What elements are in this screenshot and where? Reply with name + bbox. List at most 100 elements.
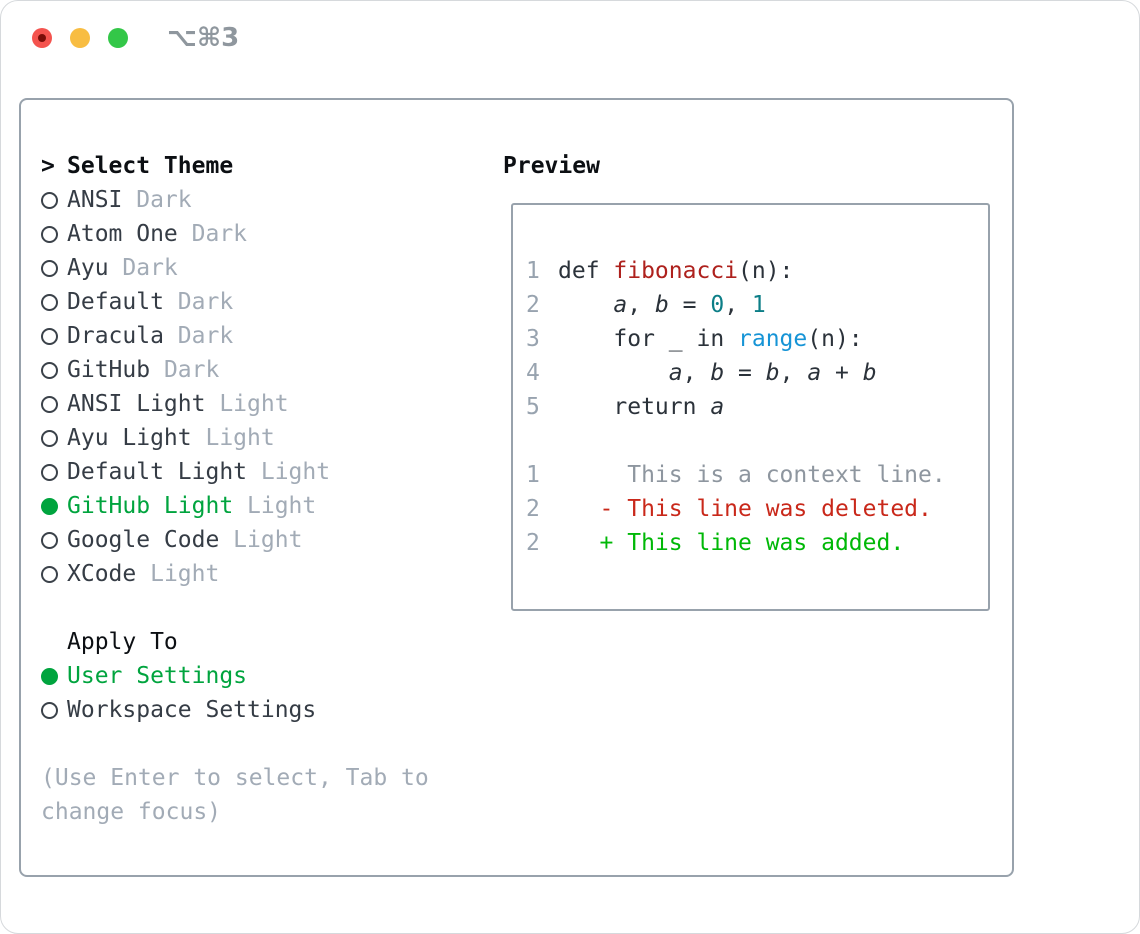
radio-icon bbox=[41, 429, 67, 447]
radio-circle-icon bbox=[41, 361, 58, 379]
theme-option[interactable]: GitHub Light Light bbox=[41, 489, 481, 523]
apply-to-header: Apply To bbox=[67, 629, 178, 655]
theme-option-label: Ayu Light bbox=[67, 425, 192, 451]
zoom-button[interactable] bbox=[108, 28, 128, 48]
radio-icon bbox=[41, 667, 67, 685]
theme-option-variant: Light bbox=[233, 493, 317, 519]
radio-circle-icon bbox=[41, 531, 58, 549]
diff-added-line: 2 + This line was added. bbox=[526, 526, 988, 560]
theme-option[interactable]: Ayu Dark bbox=[41, 251, 481, 285]
theme-option[interactable]: Default Dark bbox=[41, 285, 481, 319]
code-token: def bbox=[558, 258, 614, 284]
code-line: 4 a, b = b, a + b bbox=[526, 356, 988, 390]
close-button[interactable] bbox=[32, 28, 52, 48]
radio-circle-icon bbox=[41, 327, 58, 345]
radio-circle-icon bbox=[41, 259, 58, 277]
theme-option[interactable]: Google Code Light bbox=[41, 523, 481, 557]
theme-option-variant: Dark bbox=[177, 221, 248, 247]
line-number: 2 bbox=[526, 496, 540, 522]
theme-option-variant: Dark bbox=[163, 289, 234, 315]
apply-to-option[interactable]: User Settings bbox=[41, 659, 481, 693]
radio-circle-icon bbox=[41, 667, 58, 685]
theme-option-variant: Dark bbox=[122, 187, 192, 213]
code-token: return bbox=[558, 394, 711, 420]
radio-circle-icon bbox=[41, 463, 58, 481]
radio-icon bbox=[41, 395, 67, 413]
line-number: 2 bbox=[526, 530, 540, 556]
line-number: 4 bbox=[526, 360, 540, 386]
radio-circle-icon bbox=[41, 395, 58, 413]
diff-deleted-text: - This line was deleted. bbox=[558, 496, 932, 522]
theme-list-column: >Select Theme ANSI Dark Atom One Dark Ay… bbox=[41, 149, 481, 829]
apply-to-option-label: Workspace Settings bbox=[67, 697, 317, 723]
code-token bbox=[558, 360, 669, 386]
minimize-button[interactable] bbox=[70, 28, 90, 48]
theme-option[interactable]: XCode Light bbox=[41, 557, 481, 591]
theme-option-label: GitHub bbox=[67, 357, 151, 383]
code-token: for _ in bbox=[558, 326, 739, 352]
theme-option-variant: Dark bbox=[163, 323, 234, 349]
radio-circle-icon bbox=[41, 191, 58, 209]
theme-options-list: ANSI Dark Atom One Dark Ayu Dark Default… bbox=[41, 183, 481, 591]
theme-option-variant: Light bbox=[191, 425, 275, 451]
code-token: , bbox=[627, 292, 655, 318]
line-number: 2 bbox=[526, 292, 540, 318]
theme-option[interactable]: Atom One Dark bbox=[41, 217, 481, 251]
theme-option-label: ANSI bbox=[67, 187, 123, 213]
code-token-variable: b bbox=[710, 360, 725, 386]
code-token-variable: b bbox=[862, 360, 877, 386]
line-number: 1 bbox=[526, 258, 540, 284]
code-token-variable: a bbox=[807, 360, 822, 386]
code-line: 5 return a bbox=[526, 390, 988, 424]
theme-option[interactable]: Ayu Light Light bbox=[41, 421, 481, 455]
radio-circle-icon bbox=[41, 497, 58, 515]
theme-option-label: Ayu bbox=[67, 255, 109, 281]
theme-option[interactable]: GitHub Dark bbox=[41, 353, 481, 387]
titlebar: ⌥⌘3 bbox=[1, 1, 1139, 77]
theme-option-label: XCode bbox=[67, 561, 137, 587]
theme-option[interactable]: ANSI Light Light bbox=[41, 387, 481, 421]
theme-option-label: Dracula bbox=[67, 323, 164, 349]
code-token: + bbox=[821, 360, 863, 386]
radio-icon bbox=[41, 565, 67, 583]
code-token-variable: a bbox=[668, 360, 683, 386]
code-line: 2 a, b = 0, 1 bbox=[526, 288, 988, 322]
code-token: = bbox=[668, 292, 711, 318]
select-theme-header: >Select Theme bbox=[41, 149, 481, 183]
code-token-variable: b bbox=[654, 292, 669, 318]
theme-option-label: Default Light bbox=[67, 459, 248, 485]
radio-circle-icon bbox=[41, 701, 58, 719]
line-number: 5 bbox=[526, 394, 540, 420]
radio-circle-icon bbox=[41, 293, 58, 311]
code-token: , bbox=[724, 292, 752, 318]
radio-icon bbox=[41, 259, 67, 277]
theme-option-variant: Light bbox=[205, 391, 289, 417]
theme-option-label: GitHub Light bbox=[67, 493, 234, 519]
radio-icon bbox=[41, 191, 67, 209]
diff-context-text: This is a context line. bbox=[558, 462, 946, 488]
select-theme-header-label: Select Theme bbox=[67, 153, 234, 179]
code-token-variable: b bbox=[765, 360, 780, 386]
code-token-number: 0 bbox=[710, 292, 725, 318]
apply-to-option[interactable]: Workspace Settings bbox=[41, 693, 481, 727]
theme-option-variant: Light bbox=[136, 561, 220, 587]
code-token-variable: a bbox=[710, 394, 725, 420]
code-token: , bbox=[682, 360, 711, 386]
theme-option-label: Default bbox=[67, 289, 164, 315]
theme-option[interactable]: Default Light Light bbox=[41, 455, 481, 489]
code-token-number: 1 bbox=[751, 292, 766, 318]
preview-header: Preview bbox=[503, 153, 600, 179]
line-number: 3 bbox=[526, 326, 540, 352]
help-text: (Use Enter to select, Tab to change focu… bbox=[41, 765, 443, 825]
blank-line bbox=[526, 424, 988, 458]
apply-to-options-list: User Settings Workspace Settings bbox=[41, 659, 481, 727]
theme-picker-panel: >Select Theme ANSI Dark Atom One Dark Ay… bbox=[19, 98, 1014, 877]
theme-option[interactable]: ANSI Dark bbox=[41, 183, 481, 217]
radio-icon bbox=[41, 361, 67, 379]
theme-option-variant: Dark bbox=[108, 255, 178, 281]
theme-option-variant: Light bbox=[247, 459, 331, 485]
code-token-variable: a bbox=[613, 292, 628, 318]
theme-option[interactable]: Dracula Dark bbox=[41, 319, 481, 353]
